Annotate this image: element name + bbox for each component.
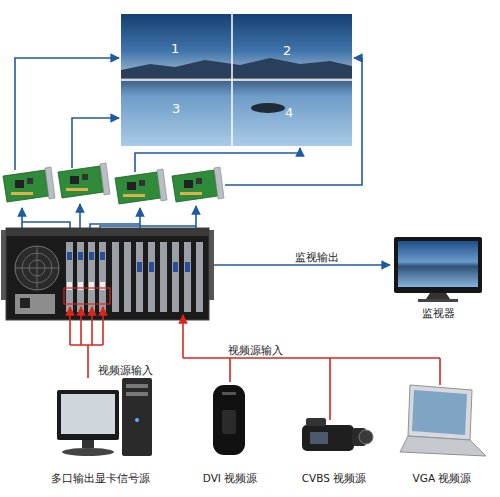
wall-panel: 1 <box>121 14 232 80</box>
signal-label: 视频源输入 <box>228 344 283 357</box>
wall-panel: 4 <box>233 81 352 146</box>
cvbs-source: CVBS 视频源 <box>292 410 376 485</box>
signal-label: 视频源输入 <box>98 364 153 377</box>
device-caption: VGA 视频源 <box>396 472 488 485</box>
pc-source: 多口输出显卡信号源 <box>30 375 170 485</box>
signal-label: 监视输出 <box>295 251 339 264</box>
wall-panel: 2 <box>233 14 352 80</box>
panel-number: 3 <box>172 102 180 116</box>
device-caption: 监视器 <box>392 307 484 320</box>
wall-panel: 3 <box>121 81 232 146</box>
dvi-source: DVI 视频源 <box>190 380 270 485</box>
monitor-device: 监视器 <box>392 234 484 320</box>
panel-number: 4 <box>285 106 293 120</box>
device-caption: DVI 视频源 <box>190 472 270 485</box>
device-caption: CVBS 视频源 <box>292 472 376 485</box>
panel-number: 2 <box>283 44 291 58</box>
device-caption: 多口输出显卡信号源 <box>30 472 170 485</box>
panel-number: 1 <box>171 42 179 56</box>
vga-source: VGA 视频源 <box>396 380 488 485</box>
